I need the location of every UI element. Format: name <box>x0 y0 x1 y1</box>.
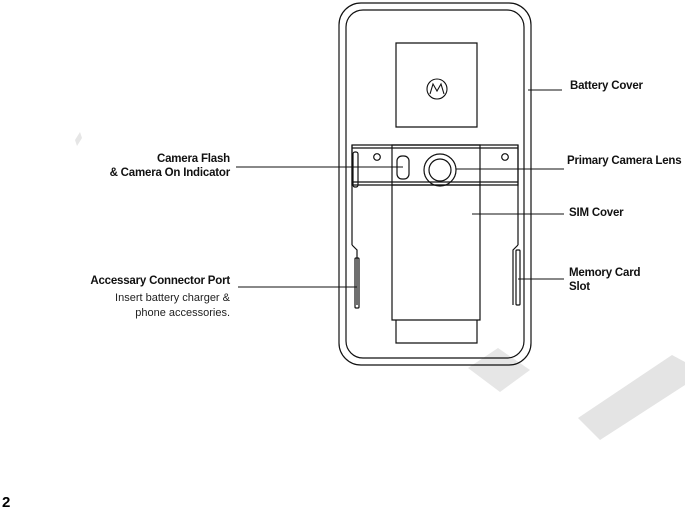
hinge-band <box>351 144 519 186</box>
lower-cover <box>395 320 478 344</box>
phone-outer-body <box>338 2 532 366</box>
watermark-stroke-bottom <box>578 355 685 440</box>
motorola-logo-icon <box>426 78 448 100</box>
accessory-port-label: Accessary Connector Port <box>90 275 230 287</box>
battery-cover-label: Battery Cover <box>570 80 643 92</box>
accessory-port-shape <box>354 257 360 309</box>
memory-card-label: Memory Card Slot <box>569 266 640 294</box>
primary-camera-outer <box>423 153 457 187</box>
memory-card-label-line2: Slot <box>569 281 590 293</box>
sim-cover <box>391 185 481 321</box>
camera-flash-label: Camera Flash & Camera On Indicator <box>70 152 231 180</box>
sim-cover-label: SIM Cover <box>569 207 624 219</box>
memory-slot-shape <box>515 249 521 306</box>
watermark-stroke-right <box>468 348 530 392</box>
page-number: 2 <box>2 494 11 511</box>
memory-card-label-line1: Memory Card <box>569 267 641 279</box>
accessory-desc-line2: phone accessories. <box>135 307 230 319</box>
accessory-port-description: Insert battery charger & phone accessori… <box>60 291 230 321</box>
side-key <box>352 151 359 188</box>
screw-right <box>501 153 509 161</box>
accessory-desc-line1: Insert battery charger & <box>115 292 230 304</box>
primary-camera-lens-label: Primary Camera Lens <box>567 155 682 167</box>
primary-camera-inner <box>428 158 452 182</box>
camera-flash-label-line1: Camera Flash <box>156 153 230 165</box>
right-rail <box>512 244 519 305</box>
battery-cover-top <box>395 42 478 128</box>
watermark-stroke-left <box>75 132 82 146</box>
phone-inner-body <box>345 9 525 359</box>
camera-flash-label-line2: & Camera On Indicator <box>109 167 231 179</box>
screw-left <box>373 153 381 161</box>
